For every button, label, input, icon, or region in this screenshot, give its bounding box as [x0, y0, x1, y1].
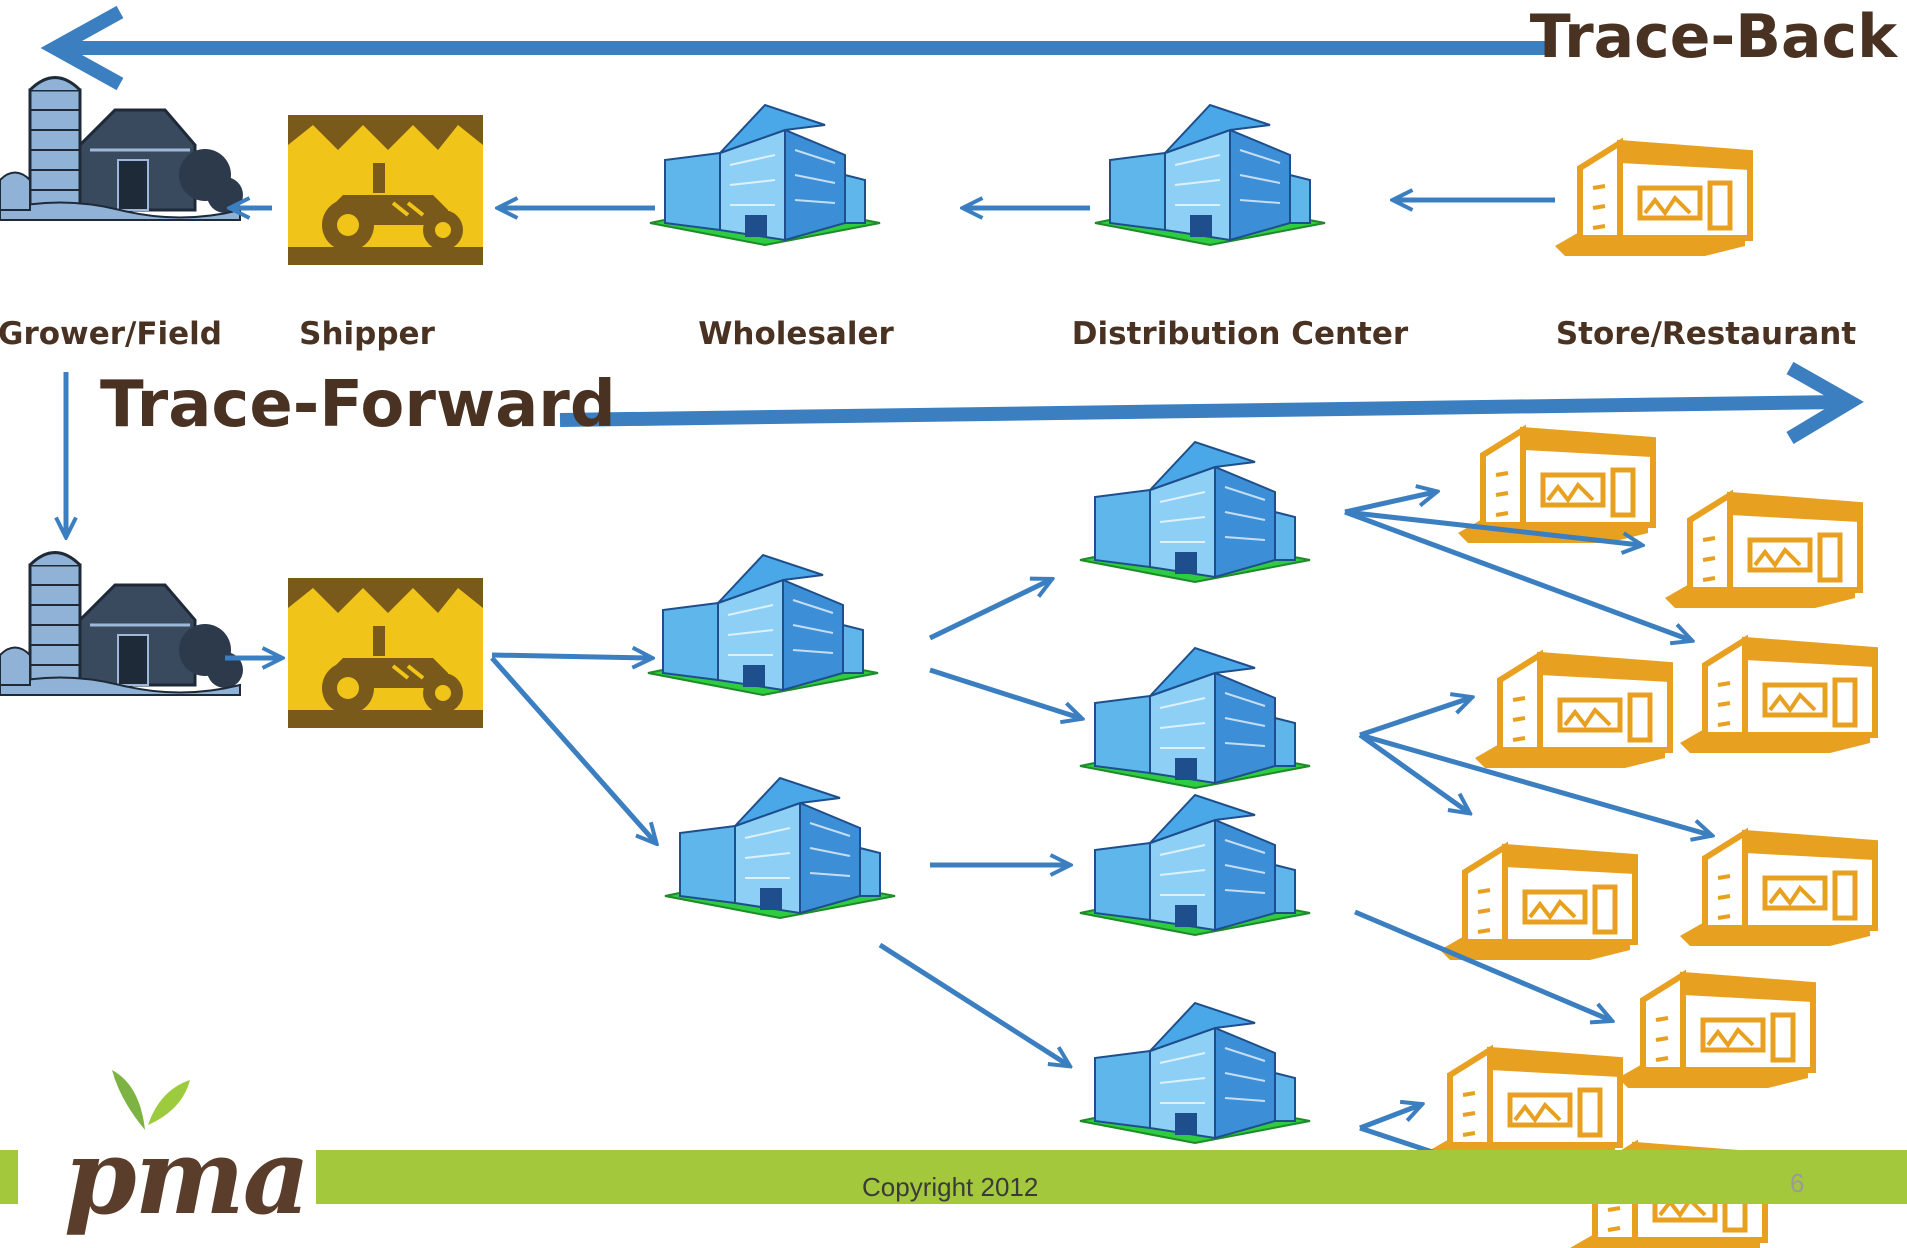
shipper-tractor-icon-lower [286, 576, 485, 730]
stage-label-grower: Grower/Field [0, 316, 222, 352]
page-number: 6 [1790, 1168, 1805, 1198]
wholesaler-building-a [647, 554, 879, 696]
distribution-center-building-icon [1094, 104, 1326, 246]
pma-logo: pma [64, 1115, 310, 1238]
footer-bar-left [0, 1150, 18, 1204]
wholesaler-building-icon [649, 104, 881, 246]
dc-building-3 [1079, 794, 1311, 936]
dc-building-4 [1079, 1002, 1311, 1144]
stage-label-shipper: Shipper [299, 316, 435, 352]
trace-back-label: Trace-Back [1529, 2, 1897, 72]
trace-back-arrow [40, 5, 1555, 91]
dc-building-1 [1079, 441, 1311, 583]
store-icon-7 [1618, 975, 1813, 1088]
stage-label-wholesaler: Wholesaler [698, 316, 894, 352]
dc-building-2 [1079, 647, 1311, 789]
store-icon-8 [1425, 1050, 1620, 1163]
store-icon-5 [1440, 847, 1635, 960]
copyright-text: Copyright 2012 [862, 1172, 1039, 1202]
grower-farm-icon-lower [0, 543, 245, 697]
grower-farm-icon [0, 68, 245, 222]
shipper-tractor-icon [286, 113, 485, 267]
store-restaurant-icon [1555, 143, 1750, 256]
stage-label-distribution-center: Distribution Center [1071, 316, 1409, 352]
pma-logo-leaves [112, 1070, 190, 1130]
stage-label-store-restaurant: Store/Restaurant [1555, 316, 1857, 352]
wholesaler-building-b [664, 777, 896, 919]
store-icon-2 [1665, 495, 1860, 608]
store-icon-3 [1475, 655, 1670, 768]
trace-forward-label: Trace-Forward [100, 368, 616, 442]
footer-bar [316, 1150, 1907, 1204]
store-icon-6 [1680, 833, 1875, 946]
trace-forward-arrow [559, 361, 1864, 445]
trace-back-step-arrows [232, 200, 1555, 208]
store-icon-4 [1680, 640, 1875, 753]
